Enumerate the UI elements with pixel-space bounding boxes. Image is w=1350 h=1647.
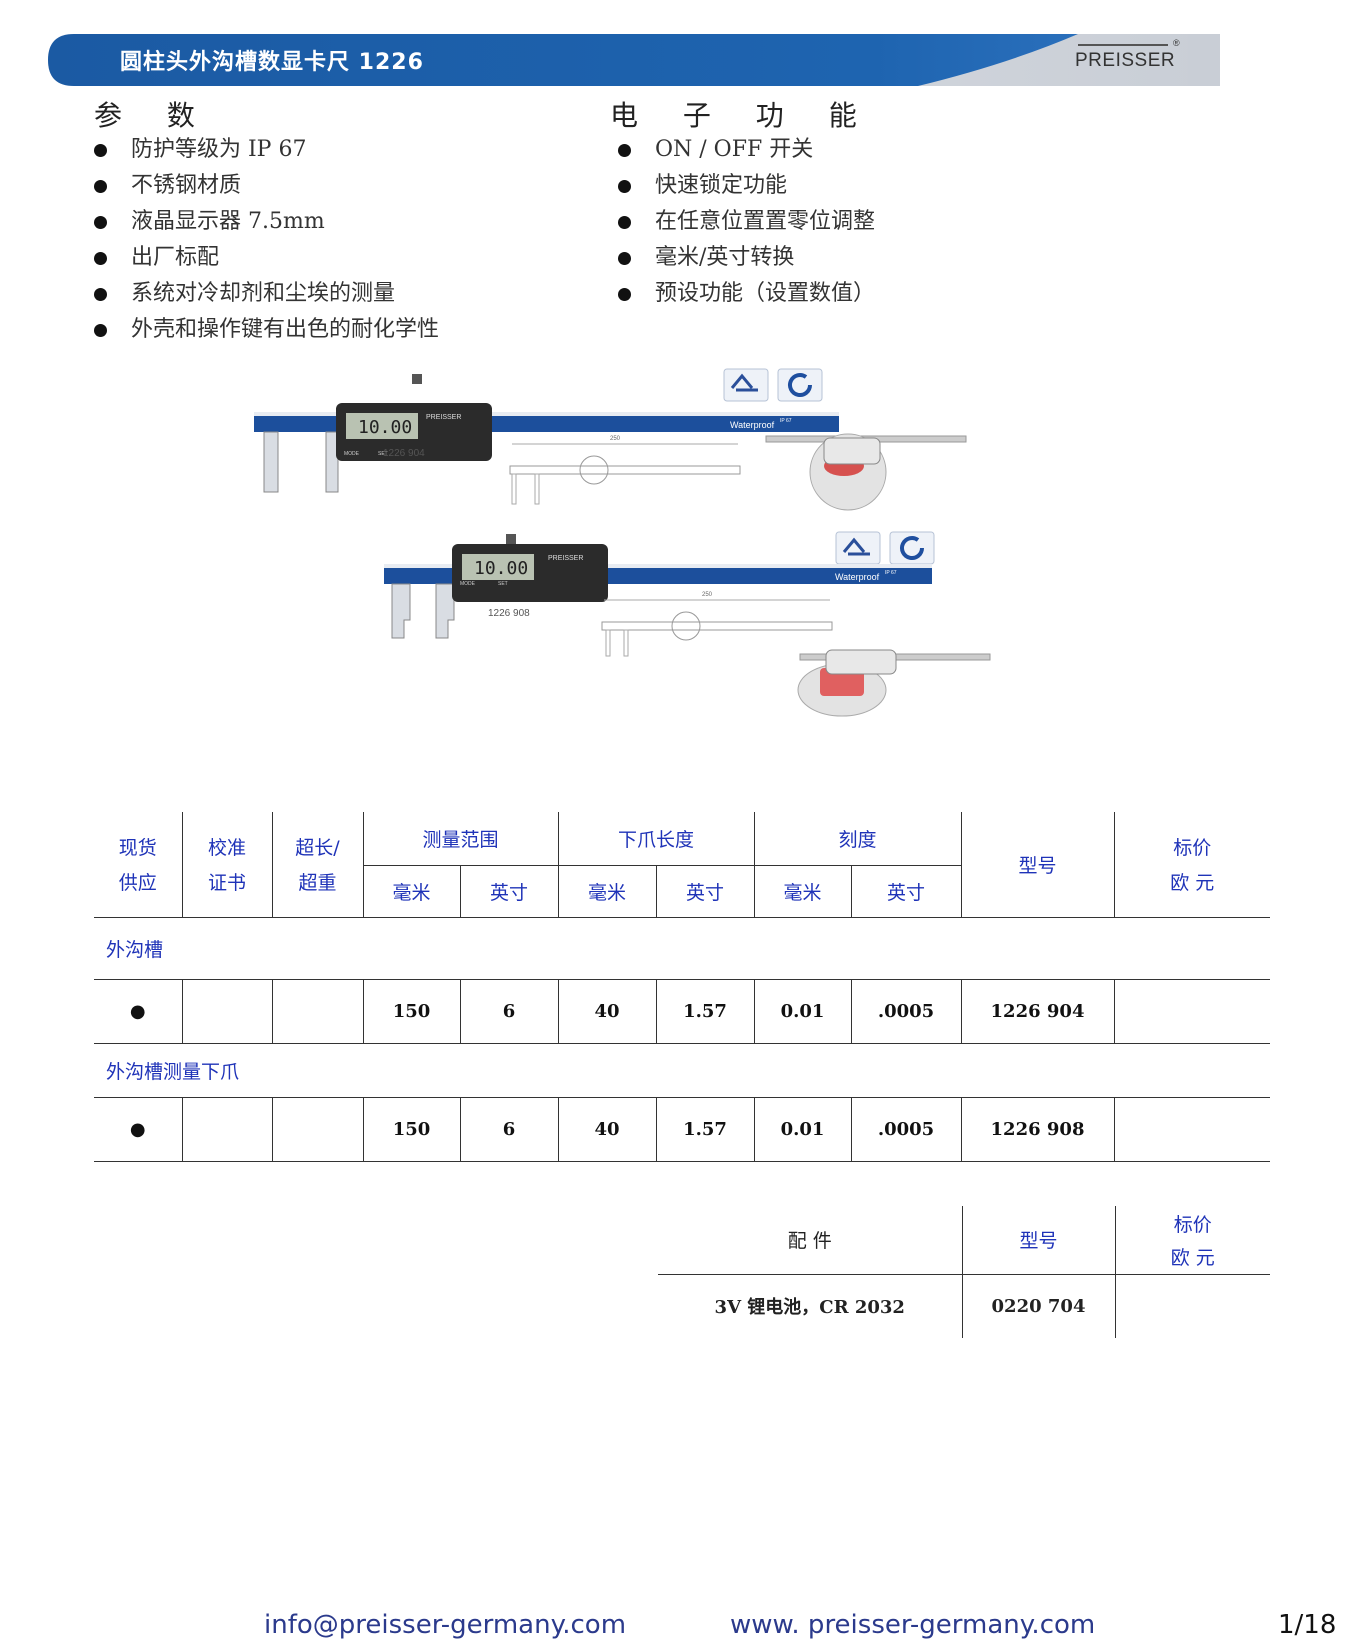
col-range: 测量范围 [362,812,558,866]
brand-logo: PREISSER [1075,50,1176,71]
params-item: 出厂标配 [94,240,439,276]
params-item: 防护等级为 IP 67 [94,132,439,168]
caliper-brand: PREISSER [426,414,461,421]
mode-key-label: MODE [344,451,360,457]
bullet-icon [618,216,631,229]
table-row: ● 150 6 40 1.57 0.01 .0005 1226 908 [94,1097,1270,1161]
table-row: ● 150 6 40 1.57 0.01 .0005 1226 904 [94,979,1270,1043]
col-range-mm: 毫米 [362,865,460,917]
bullet-icon [94,144,107,157]
header-banner: 圆柱头外沟槽数显卡尺 1226 PREISSER ® [48,34,1220,86]
product-code-label-2: 1226 908 [488,608,530,619]
col-model: 型号 [960,812,1114,917]
col-acc-model: 型号 [961,1206,1115,1274]
ip-label: IP 67 [780,418,792,424]
functions-title: 电 子 功 能 [610,99,875,132]
registered-mark: ® [1173,38,1180,48]
bullet-icon [618,288,631,301]
product-code-label: 1226 904 [383,448,425,459]
caliper-brand-2: PREISSER [548,555,583,562]
refresh-icon [777,368,823,402]
accessories-table: 配 件 型号 标价欧 元 3V 锂电池，CR 2032 0220 704 [658,1206,1270,1338]
col-jaw-inch: 英寸 [655,865,754,917]
params-item: 不锈钢材质 [94,168,439,204]
bullet-icon [618,180,631,193]
functions-item: 在任意位置置零位调整 [618,204,875,240]
col-stock: 现货供应 [118,837,157,895]
functions-item: 毫米/英寸转换 [618,240,875,276]
params-item: 系统对冷却剂和尘埃的测量 [94,276,439,312]
col-acc-price: 标价欧 元 [1114,1206,1270,1274]
page-number: 1/18 [1278,1610,1337,1640]
bullet-icon [618,252,631,265]
col-scale: 刻度 [753,812,961,866]
bullet-icon [94,180,107,193]
page-title: 圆柱头外沟槽数显卡尺 1226 [120,50,424,75]
bullet-icon [94,252,107,265]
workpiece-2 [820,668,864,696]
dimension-drawing [509,465,741,475]
dimension-drawing-2 [601,621,833,631]
lcd-screen-2 [462,554,534,580]
banner-shape [48,34,1220,86]
caliper-jaw-2 [391,583,411,639]
col-scale-inch: 英寸 [850,865,961,917]
waterproof-label-2: Waterproof [835,572,880,582]
mode-key-label-2: MODE [460,581,476,587]
params-item: 液晶显示器 7.5mm [94,204,439,240]
spec-table: 现货供应 校准证书 超长/超重 测量范围 下爪长度 刻度 型号 标价欧 元 毫米… [94,812,1270,1162]
set-key-label-2: SET [498,581,508,587]
col-oversize: 超长/超重 [271,812,363,917]
bullet-icon [94,324,107,337]
group-row: 外沟槽 [94,917,1270,979]
dimension-length: 250 [610,436,621,442]
dimension-length-2: 250 [702,592,713,598]
ip67-icon-2 [835,531,881,565]
functions-list: ON / OFF 开关快速锁定功能在任意位置置零位调整毫米/英寸转换预设功能（设… [618,132,875,312]
brand-swoosh [1078,44,1168,46]
col-part: 配 件 [787,1230,832,1253]
waterproof-label: Waterproof [730,420,775,430]
functions-item: 快速锁定功能 [618,168,875,204]
table-row: 3V 锂电池，CR 2032 0220 704 [658,1274,1270,1338]
col-jaw: 下爪长度 [557,812,754,866]
params-item: 外壳和操作键有出色的耐化学性 [94,312,439,348]
set-key-label: SET [378,451,388,457]
bullet-icon [94,216,107,229]
col-price: 标价欧 元 [1113,812,1270,917]
product-image-1226904: Waterproof IP 67 10.00 PREISSER MODE SET… [254,368,967,511]
bullet-icon [618,144,631,157]
lcd-reading-2: 10.00 [474,558,528,579]
caliper-jaw [263,431,279,493]
col-range-inch: 英寸 [459,865,558,917]
col-cert: 校准证书 [181,812,272,917]
footer-web-link[interactable]: www. preisser-germany.com [730,1610,1096,1640]
product-image-1226908: Waterproof IP 67 10.00 PREISSER MODE SET… [384,531,991,717]
functions-item: 预设功能（设置数值） [618,276,875,312]
lcd-screen [346,413,418,439]
group-row: 外沟槽测量下爪 [106,1060,240,1083]
lcd-reading: 10.00 [358,417,412,438]
bullet-icon [94,288,107,301]
ip67-icon [723,368,769,402]
functions-item: ON / OFF 开关 [618,132,875,168]
col-jaw-mm: 毫米 [557,865,656,917]
ip-label-2: IP 67 [885,570,897,576]
col-scale-mm: 毫米 [753,865,851,917]
params-title: 参 数 [94,99,213,132]
footer-email-link[interactable]: info@preisser-germany.com [264,1610,627,1640]
